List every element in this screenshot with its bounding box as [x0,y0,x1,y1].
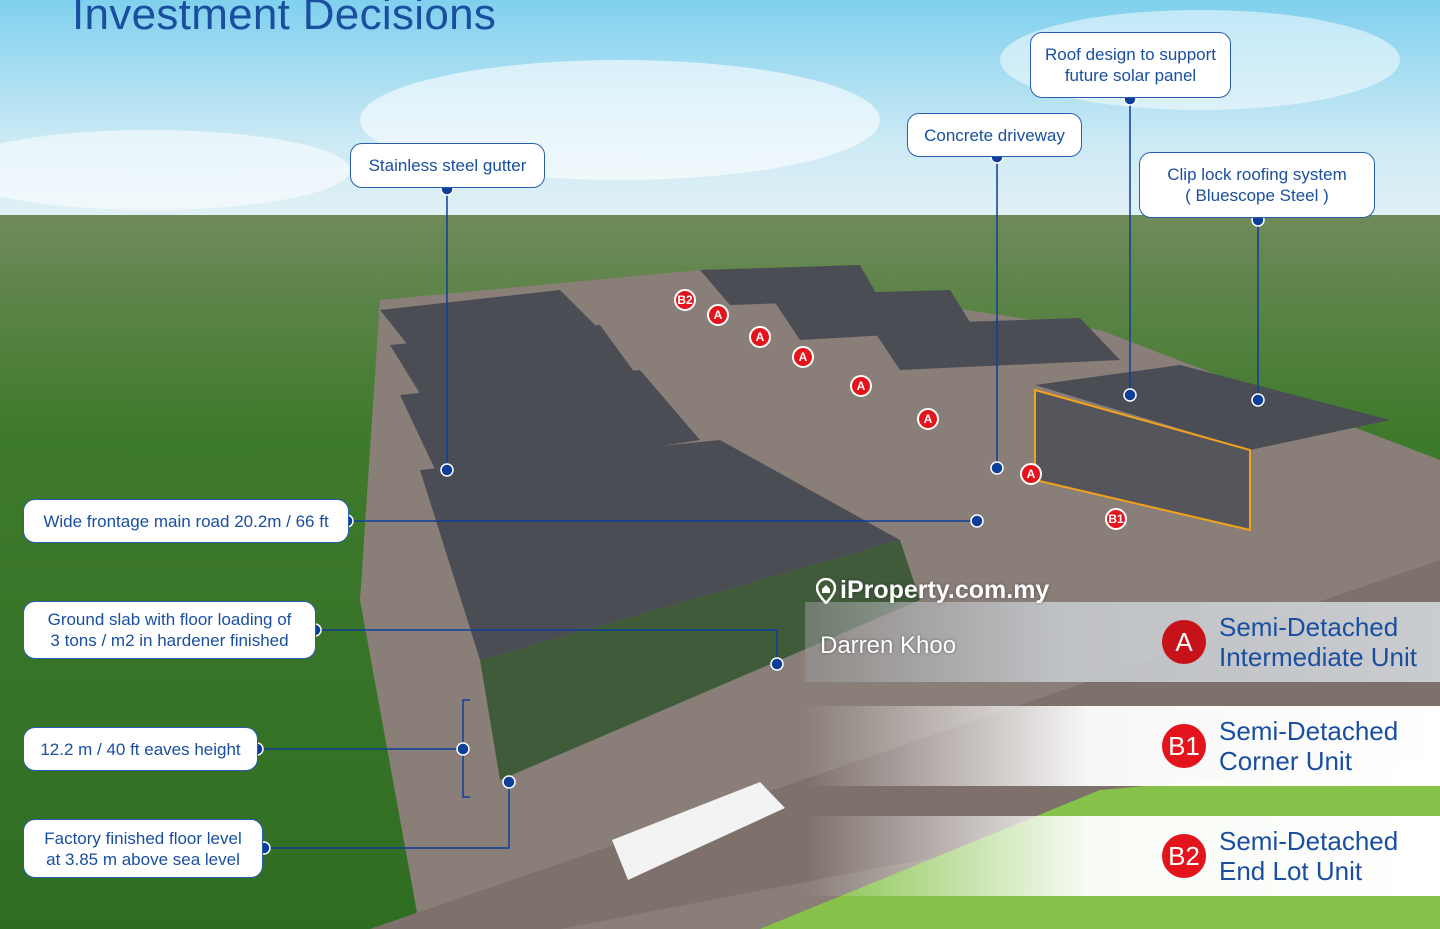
unit-marker-b2: B2 [674,289,696,311]
callout-gutter: Stainless steel gutter [350,143,545,188]
page-title: Investment Decisions [72,0,497,39]
unit-marker-a: A [749,326,771,348]
callout-text: Ground slab with floor loading of [47,610,292,629]
legend-badge: B2 [1162,834,1206,878]
callout-text: 3 tons / m2 in hardener finished [50,631,289,650]
legend-badge: A [1162,620,1206,664]
location-pin-icon [816,577,836,604]
unit-marker-a: A [707,304,729,326]
legend-line: Semi-Detached [1219,716,1399,746]
callout-driveway: Concrete driveway [907,113,1082,157]
factory-roof [1035,365,1390,450]
factory-roof [870,318,1120,370]
unit-marker-a: A [917,408,939,430]
unit-marker-b1: B1 [1105,508,1127,530]
callout-text: 12.2 m / 40 ft eaves height [40,739,241,759]
factory-wall [1034,388,1251,532]
factory-roof [400,370,700,480]
legend-line: Semi-Detached [1219,826,1399,856]
callout-roof: Roof design to support future solar panel [1030,32,1231,98]
legend-line: Semi-Detached [1219,612,1399,642]
callout-text: Stainless steel gutter [368,156,527,175]
leader-dots [250,92,1265,855]
legend-badge: B1 [1162,724,1206,768]
callout-slab: Ground slab with floor loading of 3 tons … [23,601,316,659]
watermark: iProperty.com.my [816,576,1049,605]
unit-marker-a: A [792,346,814,368]
callout-text: future solar panel [1064,66,1197,85]
callout-text: ( Bluescope Steel ) [1185,186,1329,205]
legend-line: Intermediate Unit [1219,642,1417,672]
truck [612,782,785,880]
factory-roof [420,440,900,660]
callout-text: Factory finished floor level [44,828,242,848]
callout-text: Wide frontage main road 20.2m / 66 ft [43,511,329,531]
callout-frontage: Wide frontage main road 20.2m / 66 ft [23,499,349,543]
agent-name: Darren Khoo [820,632,957,659]
callout-text: Roof design to support [1044,45,1217,64]
callout-text: at 3.85 m above sea level [46,849,240,869]
watermark-text: iProperty.com.my [840,576,1050,604]
legend-line: End Lot Unit [1219,856,1363,886]
unit-marker-a: A [850,375,872,397]
unit-marker-a: A [1020,463,1042,485]
factory-wall [480,540,920,780]
cloud [0,130,350,210]
callout-cliplock: Clip lock roofing system ( Bluescope Stee… [1139,152,1375,218]
legend-line: Corner Unit [1219,746,1352,776]
callout-text: Concrete driveway [924,125,1065,145]
callout-eaves: 12.2 m / 40 ft eaves height [23,727,258,771]
callout-text: Clip lock roofing system [1167,165,1347,184]
